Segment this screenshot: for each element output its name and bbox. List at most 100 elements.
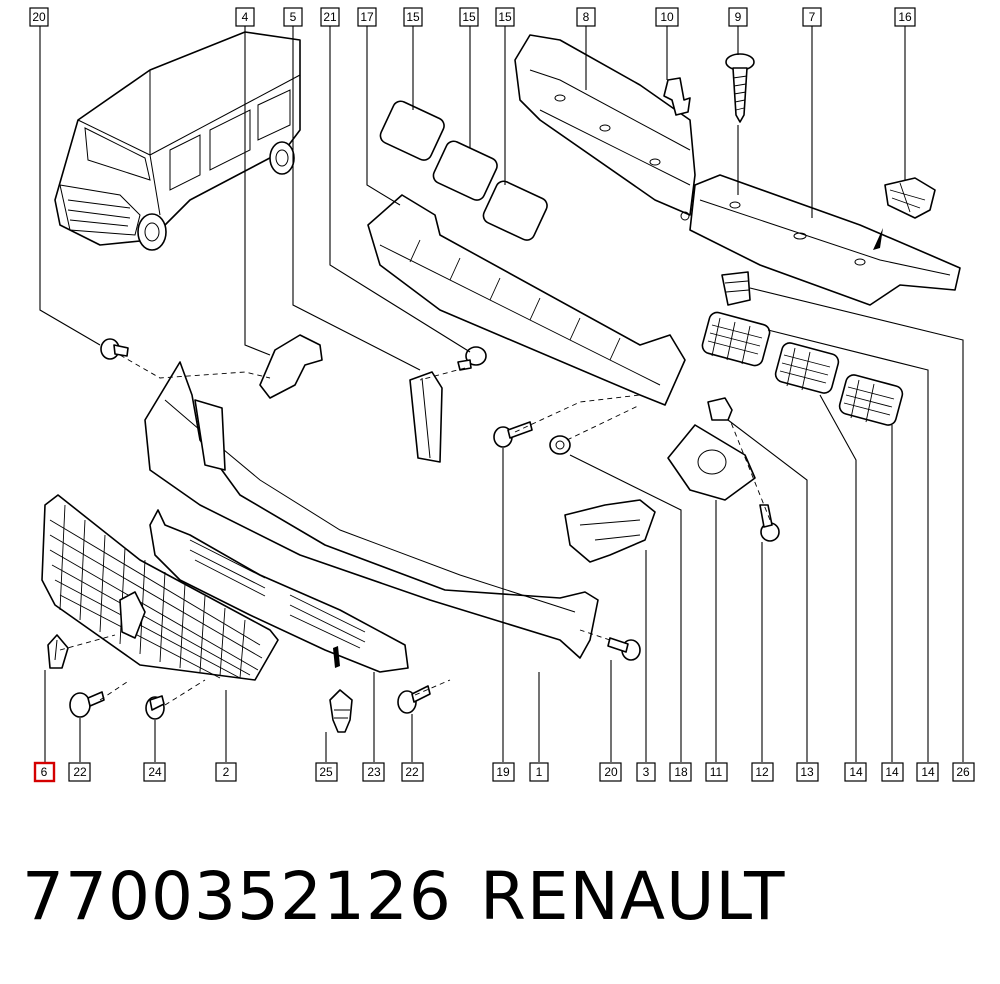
svg-text:15: 15: [462, 10, 476, 24]
callout-22-left: 22: [68, 762, 91, 782]
arrow-pointer-7: [873, 228, 883, 250]
svg-text:20: 20: [32, 10, 46, 24]
svg-text:9: 9: [735, 10, 742, 24]
screw-9: [725, 53, 755, 123]
callout-14b: 14: [881, 762, 904, 782]
lower-crossmember-7: [680, 174, 961, 306]
clip-13: [707, 397, 733, 421]
callout-4: 4: [235, 7, 255, 27]
van-overview: [54, 31, 301, 251]
clip-10: [663, 77, 691, 116]
svg-text:7: 7: [809, 10, 816, 24]
callout-11: 11: [705, 762, 728, 782]
svg-text:15: 15: [406, 10, 420, 24]
callout-21: 21: [320, 7, 340, 27]
callout-20-bottom: 20: [599, 762, 622, 782]
callout-13: 13: [796, 762, 819, 782]
callout-8: 8: [576, 7, 596, 27]
callout-10: 10: [655, 7, 679, 27]
callouts-top: 20 4 5 21 17 15 15 15 8 10 9 7 16: [29, 7, 916, 27]
callout-17: 17: [357, 7, 377, 27]
leader-lines: [39, 26, 964, 762]
brand-label: RENAULT: [480, 858, 786, 935]
bracket-3: [564, 499, 656, 563]
callout-23: 23: [362, 762, 385, 782]
screw-19: [493, 421, 533, 448]
svg-text:19: 19: [496, 765, 510, 779]
svg-text:17: 17: [360, 10, 374, 24]
pads-15: [379, 100, 548, 241]
svg-text:18: 18: [674, 765, 688, 779]
svg-text:14: 14: [849, 765, 863, 779]
callout-19: 19: [492, 762, 515, 782]
callout-3: 3: [636, 762, 656, 782]
screw-22-right: [397, 685, 431, 714]
clip-16: [884, 177, 936, 219]
svg-text:14: 14: [885, 765, 899, 779]
callout-5: 5: [283, 7, 303, 27]
svg-text:26: 26: [956, 765, 970, 779]
upper-crossmember-8: [514, 34, 696, 216]
svg-text:3: 3: [643, 765, 650, 779]
svg-text:20: 20: [604, 765, 618, 779]
svg-text:1: 1: [536, 765, 543, 779]
vent-grilles-14: [701, 311, 904, 426]
svg-text:2: 2: [223, 765, 230, 779]
svg-text:21: 21: [323, 10, 337, 24]
callout-22-right: 22: [401, 762, 424, 782]
svg-text:5: 5: [290, 10, 297, 24]
callout-9: 9: [728, 7, 748, 27]
part-number-label: 7700352126: [22, 858, 452, 935]
svg-text:10: 10: [660, 10, 674, 24]
callout-18: 18: [669, 762, 692, 782]
lower-spoiler-23: [149, 509, 409, 673]
fog-frame-11: [667, 424, 756, 501]
callout-16: 16: [894, 7, 916, 27]
impact-absorber-17: [367, 194, 686, 406]
clip-25: [329, 689, 353, 733]
screw-20-right: [607, 637, 641, 661]
bracket-4: [259, 334, 323, 399]
svg-text:23: 23: [367, 765, 381, 779]
grille-2: [41, 494, 279, 681]
bumper-1: [144, 361, 599, 659]
svg-text:22: 22: [405, 765, 419, 779]
svg-text:25: 25: [319, 765, 333, 779]
screw-20-top: [100, 338, 129, 360]
callout-14a: 14: [844, 762, 867, 782]
callout-25: 25: [315, 762, 338, 782]
callout-15c: 15: [495, 7, 515, 27]
callout-12: 12: [751, 762, 774, 782]
callout-20-top: 20: [29, 7, 49, 27]
assembly-lines: [59, 354, 771, 706]
screw-12: [759, 504, 780, 542]
callout-14c: 14: [916, 762, 939, 782]
callout-6-highlighted: 6: [33, 761, 56, 783]
callouts-bottom: 6 22 24 2 25 23 22 19 1 20 3 18 11 12 13…: [33, 761, 975, 783]
clip-26: [721, 271, 751, 306]
bolt-21: [457, 346, 487, 371]
svg-text:22: 22: [73, 765, 87, 779]
svg-text:16: 16: [898, 10, 912, 24]
callout-15b: 15: [459, 7, 479, 27]
callout-26: 26: [952, 762, 975, 782]
emblem-6: [47, 634, 69, 669]
svg-text:15: 15: [498, 10, 512, 24]
screw-22-left: [69, 691, 105, 718]
bracket-5: [409, 371, 443, 463]
callout-24: 24: [143, 762, 166, 782]
callout-2: 2: [215, 762, 237, 782]
svg-text:4: 4: [242, 10, 249, 24]
svg-text:13: 13: [800, 765, 814, 779]
svg-text:24: 24: [148, 765, 162, 779]
svg-text:12: 12: [755, 765, 769, 779]
callout-1: 1: [529, 762, 549, 782]
callout-15a: 15: [403, 7, 423, 27]
screw-24: [145, 695, 165, 720]
nut-18: [549, 435, 571, 455]
svg-text:8: 8: [583, 10, 590, 24]
svg-text:11: 11: [710, 765, 723, 779]
svg-text:6: 6: [41, 765, 48, 779]
callout-7: 7: [802, 7, 822, 27]
